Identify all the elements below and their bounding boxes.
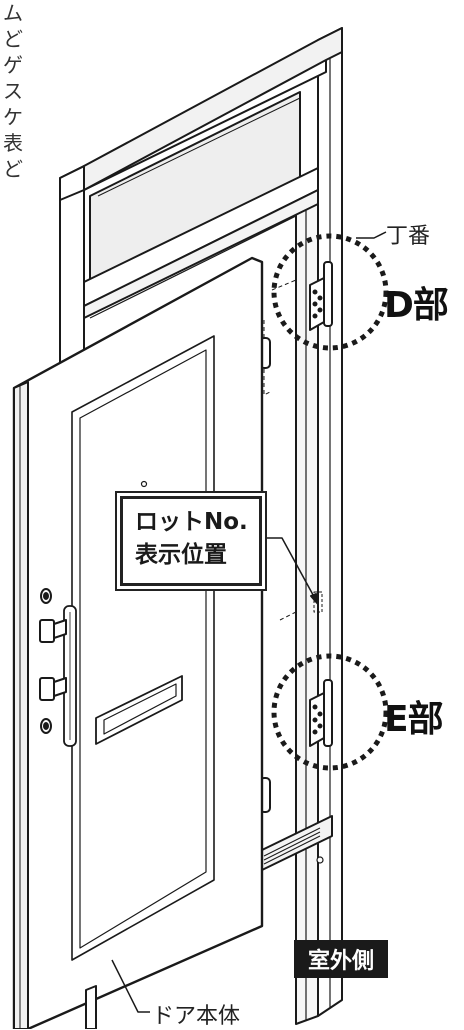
detail-circle-e — [271, 653, 389, 771]
door-body-leader — [111, 959, 150, 1013]
side-char: ど — [3, 27, 23, 51]
side-char: ど — [3, 157, 23, 181]
side-char: ス — [3, 79, 23, 103]
lot-leader — [256, 537, 319, 605]
lot-label-line2: 表示位置 — [135, 542, 227, 568]
part-e-label: E部 — [384, 699, 444, 740]
part-d-label: D部 — [384, 285, 449, 326]
side-char: ゲ — [3, 53, 23, 77]
door-panel-inner — [79, 349, 207, 949]
lock-cylinders — [39, 588, 67, 734]
outside-badge: 室外側 — [294, 940, 388, 978]
detail-circle-d — [271, 233, 389, 351]
door-body-label: ドア本体 — [152, 1004, 241, 1029]
door-edge — [13, 381, 29, 1029]
mail-slot — [95, 675, 183, 745]
side-char: 表 — [3, 131, 23, 155]
transom-mid-rail-2 — [83, 189, 319, 319]
hinge-leader — [356, 231, 387, 239]
lot-number-callout: ロットNo. 表示位置 — [120, 496, 262, 586]
side-vertical-text: ム ど ゲ ス ケ 表 ど — [2, 0, 24, 182]
hinge-d-detail — [309, 261, 333, 331]
lot-label-line1: ロットNo. — [135, 509, 248, 535]
hinge-label: 丁番 — [386, 224, 431, 249]
door-panel-outer — [71, 335, 215, 961]
hinge-e-detail — [309, 679, 333, 747]
side-char: ケ — [3, 105, 23, 129]
door-leaf — [12, 256, 264, 1029]
transom-top-face — [83, 27, 343, 191]
side-char: ム — [3, 1, 23, 25]
